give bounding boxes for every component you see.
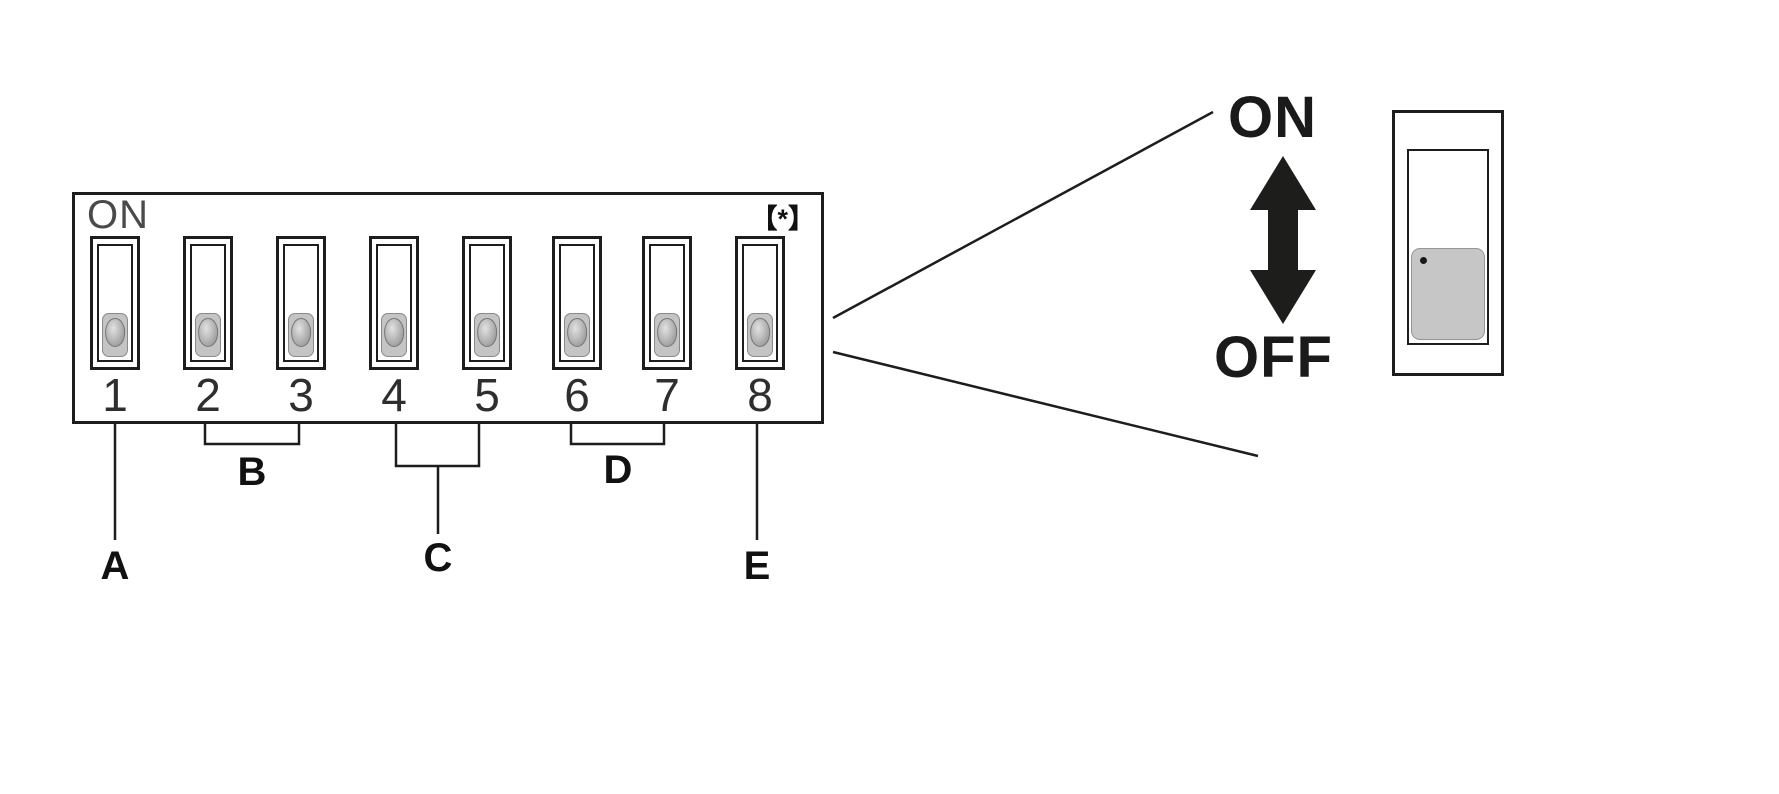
switch-knob (747, 313, 773, 357)
switch-channel (190, 244, 226, 362)
legend-on-label: ON (1228, 85, 1317, 150)
switch-knob (474, 313, 500, 357)
switch-number: 1 (102, 369, 128, 421)
callout-line-lower (832, 350, 1259, 458)
switch-channel (376, 244, 412, 362)
callout-line-upper (832, 110, 1214, 320)
switch-number: 7 (654, 369, 680, 421)
dip-switch-5: 5 (459, 236, 515, 418)
switch-channel (283, 244, 319, 362)
switch-channel (559, 244, 595, 362)
switch-knob (288, 313, 314, 357)
dip-switch-panel: ON 【*】 1 2 3 (72, 192, 824, 424)
dip-switch-7: 7 (639, 236, 695, 418)
switch-detail-knob (1411, 248, 1485, 340)
group-label-e: E (743, 544, 771, 588)
switch-channel (469, 244, 505, 362)
switch-number: 2 (195, 369, 221, 421)
dip-switch-2: 2 (180, 236, 236, 418)
switch-body (552, 236, 602, 370)
switch-knob (195, 313, 221, 357)
dip-switch-3: 3 (273, 236, 329, 418)
switch-body (276, 236, 326, 370)
switch-body (735, 236, 785, 370)
switch-channel (649, 244, 685, 362)
switch-channel (97, 244, 133, 362)
switch-number: 5 (474, 369, 500, 421)
group-bracket-c (394, 424, 481, 468)
switch-knob (381, 313, 407, 357)
switch-knob (564, 313, 590, 357)
group-bracket-b (203, 424, 301, 446)
switch-body (183, 236, 233, 370)
up-down-arrow-icon (1250, 156, 1316, 324)
panel-star-label: 【*】 (750, 204, 815, 234)
switch-channel (742, 244, 778, 362)
dip-switch-4: 4 (366, 236, 422, 418)
group-label-b: B (237, 450, 267, 494)
group-label-a: A (100, 544, 130, 588)
switch-body (642, 236, 692, 370)
switch-body (90, 236, 140, 370)
dip-switch-1: 1 (87, 236, 143, 418)
switch-body (462, 236, 512, 370)
switch-number: 6 (564, 369, 590, 421)
dip-switch-8: 8 (732, 236, 788, 418)
group-label-d: D (603, 448, 633, 492)
switch-knob (654, 313, 680, 357)
switch-body (369, 236, 419, 370)
switch-number: 3 (288, 369, 314, 421)
switch-detail (1392, 110, 1504, 376)
legend-off-label: OFF (1214, 325, 1333, 390)
group-label-c: C (423, 536, 453, 580)
switch-number: 4 (381, 369, 407, 421)
group-bracket-d (569, 424, 666, 446)
dip-switch-6: 6 (549, 236, 605, 418)
switch-detail-channel (1407, 149, 1489, 345)
panel-on-label: ON (87, 193, 149, 237)
switch-number: 8 (747, 369, 773, 421)
switch-knob (102, 313, 128, 357)
